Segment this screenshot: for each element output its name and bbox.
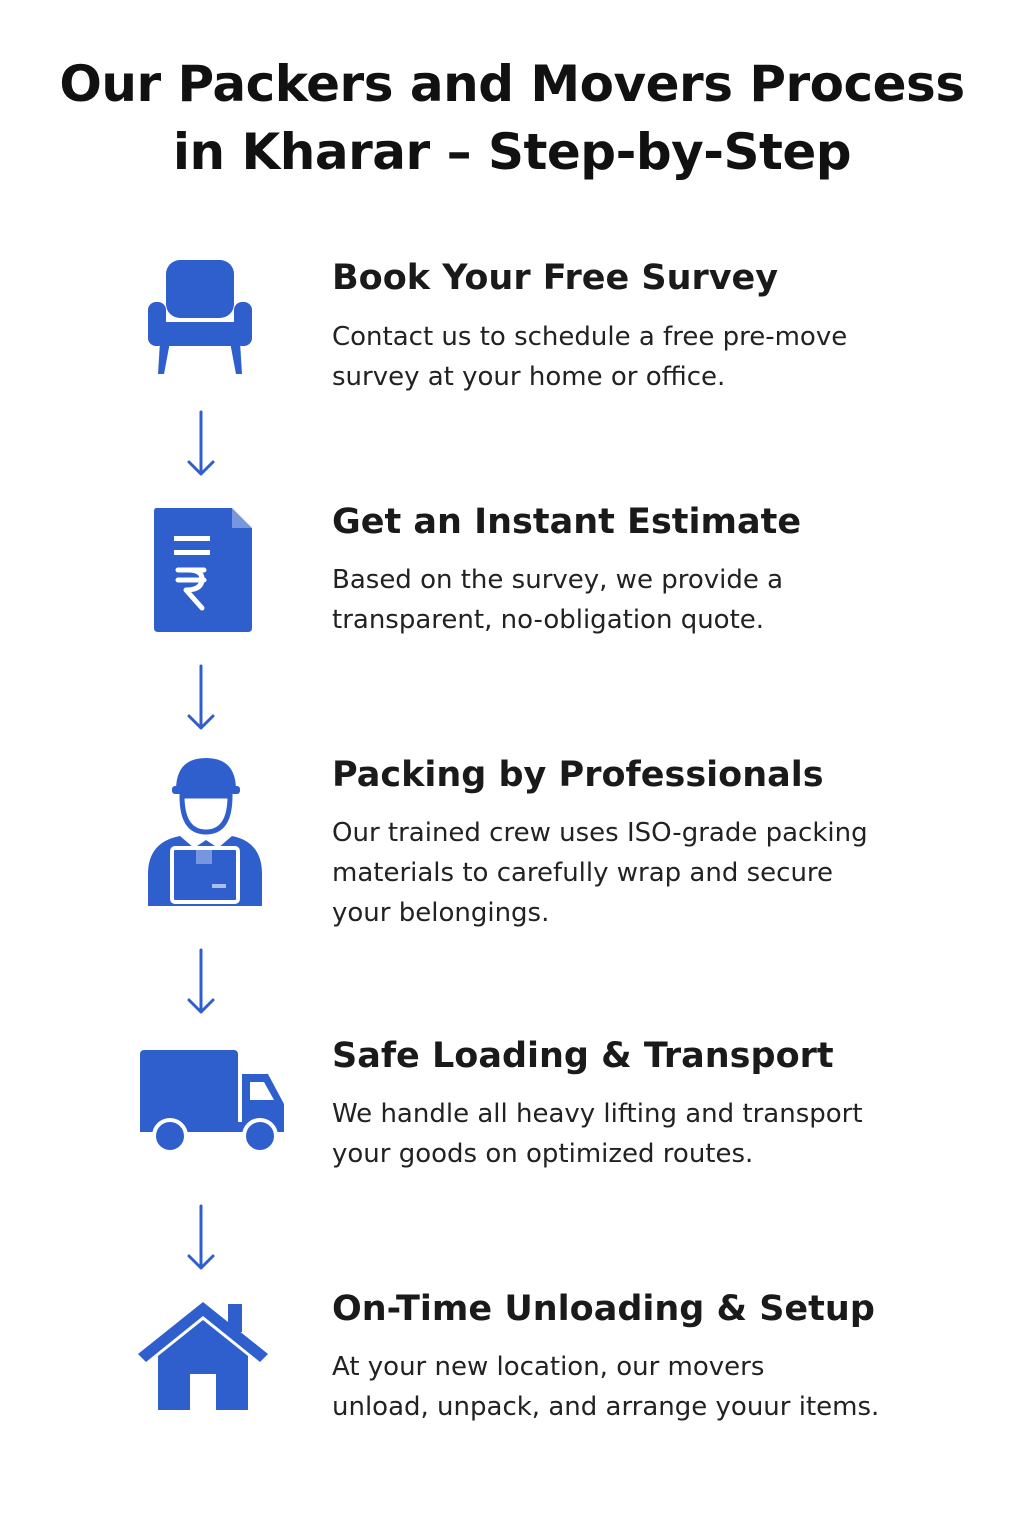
page-title-line-1: Our Packers and Movers Process [59,55,965,113]
armchair-icon [148,260,252,374]
page-title-line-2: in Kharar – Step-by-Step [172,123,852,181]
step-description-line: your goods on optimized routes. [332,1139,754,1169]
step-description-line: unload, unpack, and arrange youur items. [332,1392,880,1422]
step-description: Our trained crew uses ISO-grade packing … [332,813,972,933]
step-description: Based on the survey, we provide a transp… [332,560,972,640]
step-title: Book Your Free Survey [332,258,779,298]
step-description: We handle all heavy lifting and transpor… [332,1094,972,1174]
step-description-line: your belongings. [332,898,550,928]
step-description-line: transparent, no-obligation quote. [332,605,765,635]
house-icon [138,1302,268,1410]
step-title: Safe Loading & Transport [332,1036,834,1076]
step-title: Get an Instant Estimate [332,502,802,542]
arrow-down-icon [187,410,215,476]
step-description: At your new location, our movers unload,… [332,1347,972,1427]
step-description-line: survey at your home or office. [332,362,726,392]
step-description-line: materials to carefully wrap and secure [332,858,834,888]
arrow-down-icon [187,1204,215,1270]
step-title: On-Time Unloading & Setup [332,1289,875,1329]
page-title: Our Packers and Movers Process in Kharar… [0,50,1024,186]
mover-with-box-icon [148,758,262,906]
arrow-down-icon [187,948,215,1014]
truck-icon [140,1050,284,1152]
step-title: Packing by Professionals [332,755,824,795]
step-description-line: Our trained crew uses ISO-grade packing [332,818,868,848]
step-description-line: At your new location, our movers [332,1352,765,1382]
step-description-line: Contact us to schedule a free pre-move [332,322,848,352]
rupee-document-icon [154,508,252,632]
step-description: Contact us to schedule a free pre-move s… [332,317,972,397]
step-description-line: Based on the survey, we provide a [332,565,784,595]
step-description-line: We handle all heavy lifting and transpor… [332,1099,863,1129]
arrow-down-icon [187,664,215,730]
